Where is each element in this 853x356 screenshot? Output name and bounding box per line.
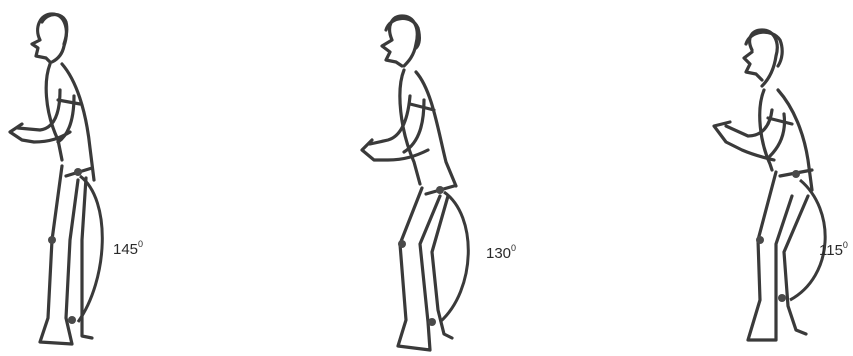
ankle-joint: [428, 318, 436, 326]
torso: [400, 70, 456, 186]
angle-value: 145: [113, 241, 138, 258]
hip-joint: [436, 186, 444, 194]
angle-value: 130: [486, 245, 511, 262]
ankle-joint: [68, 316, 76, 324]
legs: [398, 188, 452, 350]
angle-unit: 0: [511, 243, 516, 253]
hip-joint: [792, 170, 800, 178]
legs: [40, 166, 92, 344]
knee-joint: [48, 236, 56, 244]
knee-joint: [398, 240, 406, 248]
arm: [714, 110, 784, 160]
legs: [748, 172, 808, 340]
angle-label-1: 1450: [113, 240, 143, 258]
head: [32, 14, 66, 62]
angle-label-2: 1300: [486, 244, 516, 262]
angle-label-3: 1150: [819, 241, 848, 259]
angle-unit: 0: [843, 240, 848, 250]
figure-3: [714, 30, 825, 340]
angle-value: 115: [819, 242, 843, 259]
ankle-joint: [778, 294, 786, 302]
figure-1: [10, 14, 102, 344]
hip-joint: [74, 168, 82, 176]
head: [382, 16, 417, 66]
figure-2: [362, 16, 468, 350]
arm: [10, 90, 74, 142]
angle-unit: 0: [138, 239, 143, 249]
knee-joint: [756, 236, 764, 244]
hair: [42, 15, 67, 45]
